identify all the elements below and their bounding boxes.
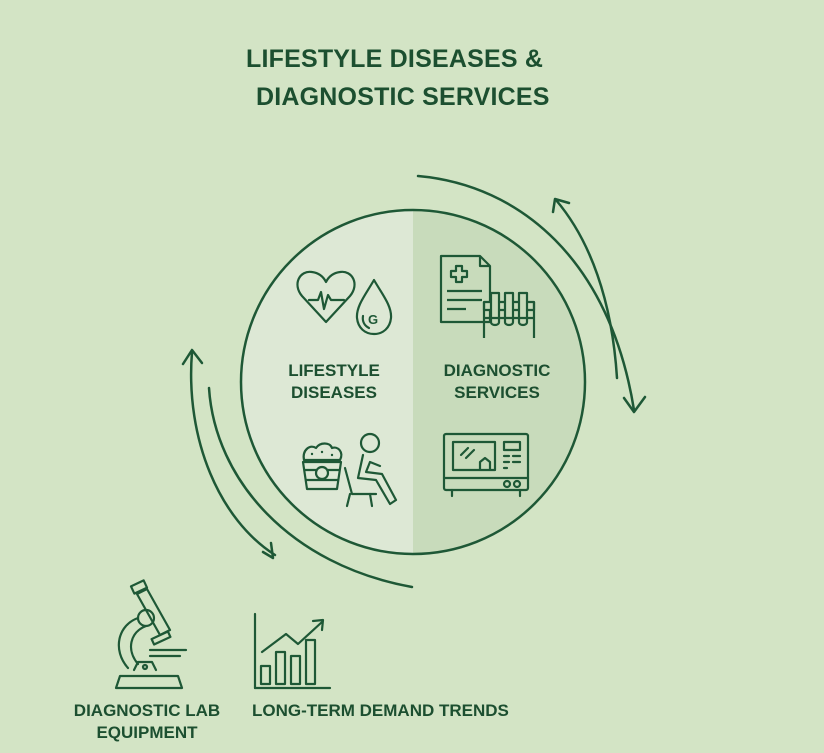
lifestyle-label-line-2: DISEASES	[291, 383, 377, 402]
lifestyle-half	[241, 210, 413, 554]
lifestyle-label-line-1: LIFESTYLE	[288, 361, 380, 380]
sedentary-person-icon	[343, 432, 398, 508]
cycle-arrows-left	[181, 348, 414, 589]
glucose-drop-icon: G	[355, 278, 393, 336]
svg-text:G: G	[368, 312, 378, 327]
title-line-2: DIAGNOSTIC SERVICES	[256, 83, 550, 111]
growth-chart-icon	[253, 612, 332, 690]
microscope-icon	[114, 579, 188, 690]
diagnostic-label-line-1: DIAGNOSTIC	[443, 361, 551, 380]
popcorn-icon	[301, 442, 343, 491]
title-line-1: LIFESTYLE DISEASES &	[246, 45, 544, 73]
lifestyle-diseases-label: LIFESTYLE DISEASES	[276, 360, 392, 404]
diagnostic-label-line-2: SERVICES	[454, 383, 540, 402]
demand-trends-label: LONG-TERM DEMAND TRENDS	[252, 700, 542, 722]
demand-trends-line-1: LONG-TERM DEMAND TRENDS	[252, 701, 509, 720]
lab-equipment-line-1: DIAGNOSTIC LAB	[73, 701, 221, 720]
heart-pulse-icon	[296, 270, 356, 324]
lab-equipment-line-2: EQUIPMENT	[96, 723, 198, 742]
diagnostic-services-label: DIAGNOSTIC SERVICES	[428, 360, 566, 404]
lab-analyzer-icon	[442, 432, 530, 498]
lab-equipment-label: DIAGNOSTIC LAB EQUIPMENT	[62, 700, 232, 744]
cycle-arrows-right	[416, 174, 647, 414]
test-tube-rack-icon	[482, 291, 536, 338]
diagnostic-half	[413, 210, 585, 554]
circle-outline	[239, 208, 587, 556]
